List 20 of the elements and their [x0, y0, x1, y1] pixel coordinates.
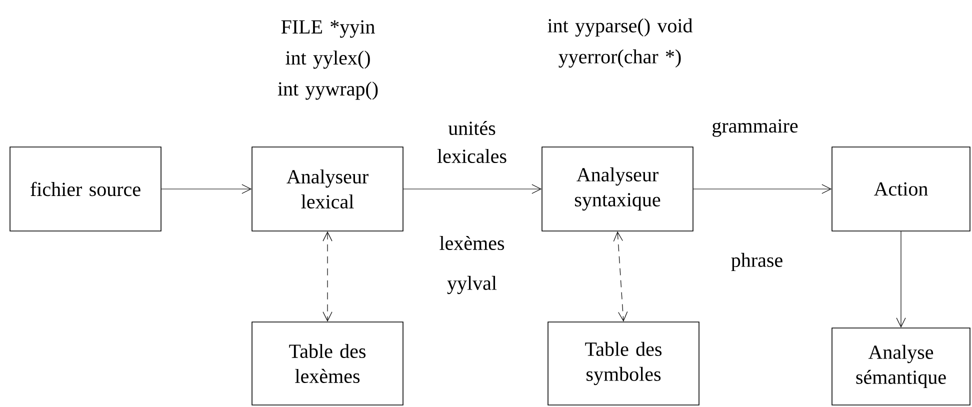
- arrow: [613, 231, 628, 322]
- annotation-text: phrase: [731, 252, 782, 272]
- arrow: [896, 231, 906, 328]
- arrow: [403, 184, 542, 194]
- process-box: fichier source: [10, 146, 162, 232]
- arrow: [693, 184, 832, 194]
- edge-label: unités lexicales: [437, 120, 506, 164]
- process-box: Table des symboles: [548, 322, 700, 406]
- process-box: Analyse sémantique: [832, 328, 970, 406]
- process-box: Analyseur syntaxique: [542, 146, 694, 232]
- annotation-text: yylval: [447, 276, 497, 294]
- code-text: int yyparse() void yyerror(char *): [548, 18, 693, 68]
- process-box: Analyseur lexical: [252, 146, 404, 232]
- edge-label: grammaire: [712, 119, 798, 137]
- arrow: [161, 184, 252, 194]
- annotation-text: lexèmes: [440, 236, 504, 250]
- arrow: [322, 231, 332, 322]
- process-box: Action: [832, 146, 970, 232]
- process-box: Table des lexèmes: [252, 322, 404, 406]
- code-text: FILE *yyin int yylex() int yywrap(): [278, 20, 378, 100]
